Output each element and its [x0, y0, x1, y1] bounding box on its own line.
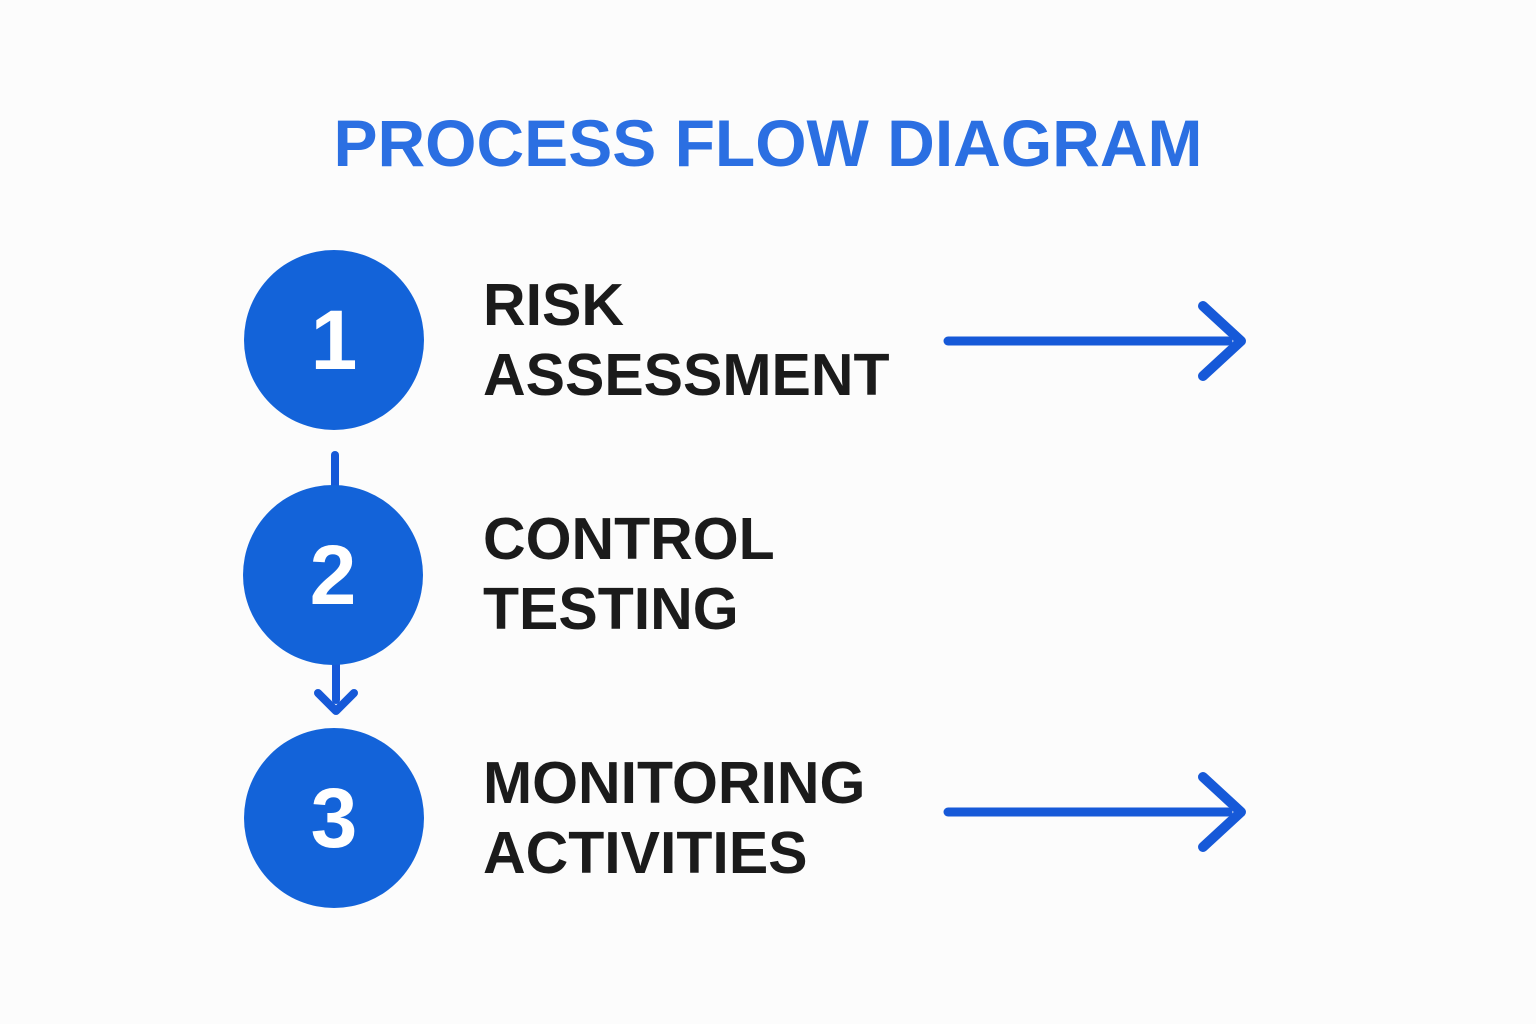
- step-3-circle: 3: [244, 728, 424, 908]
- step-3-label-line1: MONITORING: [483, 750, 866, 816]
- arrow-down-step2-step3-icon: [314, 660, 358, 715]
- step-2-label-line1: CONTROL: [483, 506, 775, 572]
- arrow-right-step1-icon: [943, 301, 1246, 381]
- page-title: PROCESS FLOW DIAGRAM: [333, 106, 1203, 180]
- step-1-circle: 1: [244, 250, 424, 430]
- step-2-label-line2: TESTING: [483, 576, 739, 642]
- step-1-number: 1: [310, 293, 358, 387]
- step-2-circle: 2: [243, 485, 423, 665]
- step-2-number: 2: [309, 528, 357, 622]
- step-3-number: 3: [310, 771, 358, 865]
- arrow-right-step3-icon: [943, 772, 1246, 852]
- step-3-label-line2: ACTIVITIES: [483, 820, 808, 886]
- step-2-label: CONTROL TESTING: [483, 504, 775, 644]
- step-3-label: MONITORING ACTIVITIES: [483, 748, 865, 888]
- step-1-label-line2: ASSESSMENT: [483, 342, 890, 408]
- step-1-label: RISK ASSESSMENT: [483, 270, 890, 410]
- step-1-label-line1: RISK: [483, 272, 624, 338]
